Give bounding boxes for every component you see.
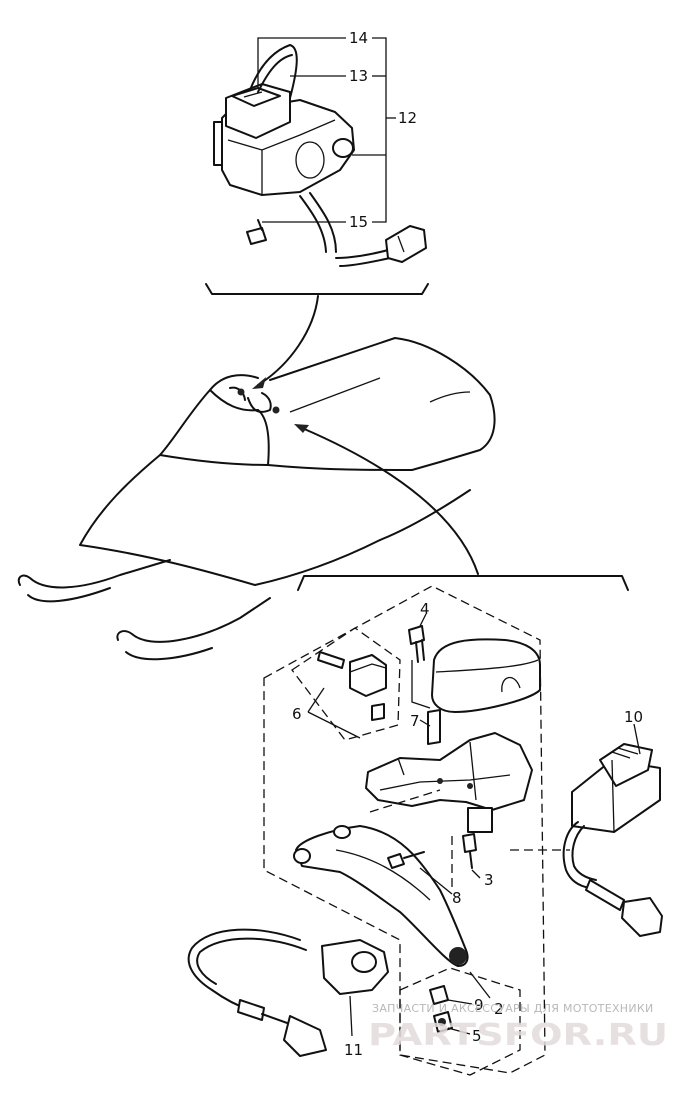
lever-assembly-parts (187, 625, 663, 1057)
callout-13: 13 (349, 67, 368, 85)
watermark-logo: PARTSFOR.RU (368, 1018, 668, 1053)
callout-10: 10 (624, 708, 643, 726)
arrow-bottom-to-hood (294, 424, 479, 575)
callout-9: 9 (474, 996, 484, 1014)
watermark: ЗАПЧАСТИ И АКСЕССУАРЫ ДЛЯ МОТОТЕХНИКИ PA… (368, 1002, 668, 1053)
callout-12: 12 (398, 109, 417, 127)
callout-leaders-bottom (307, 613, 641, 1037)
callout-14: 14 (349, 29, 368, 47)
lever-group-frame (263, 585, 546, 1074)
top-group-bracket (205, 283, 429, 295)
callout-6: 6 (292, 705, 302, 723)
bottom-group-bracket (297, 575, 629, 591)
switch-housing-assembly (213, 44, 427, 267)
callout-numbers: 14 13 12 15 4 6 7 10 3 8 2 9 5 11 (292, 29, 643, 1059)
subgroup-6-frame (291, 627, 401, 741)
callout-11: 11 (344, 1041, 363, 1059)
callout-4: 4 (420, 600, 430, 618)
callout-5: 5 (472, 1027, 482, 1045)
callout-3: 3 (484, 871, 494, 889)
callout-8: 8 (452, 889, 462, 907)
snowmobile-outline (17, 337, 496, 661)
callout-leaders-top (257, 37, 396, 223)
watermark-tagline: ЗАПЧАСТИ И АКСЕССУАРЫ ДЛЯ МОТОТЕХНИКИ (372, 1002, 654, 1015)
callout-7: 7 (410, 712, 420, 730)
callout-15: 15 (349, 213, 368, 231)
callout-2: 2 (494, 1000, 504, 1018)
subgroup-9-5-frame (399, 967, 521, 1076)
arrow-top-to-hood (252, 295, 319, 389)
